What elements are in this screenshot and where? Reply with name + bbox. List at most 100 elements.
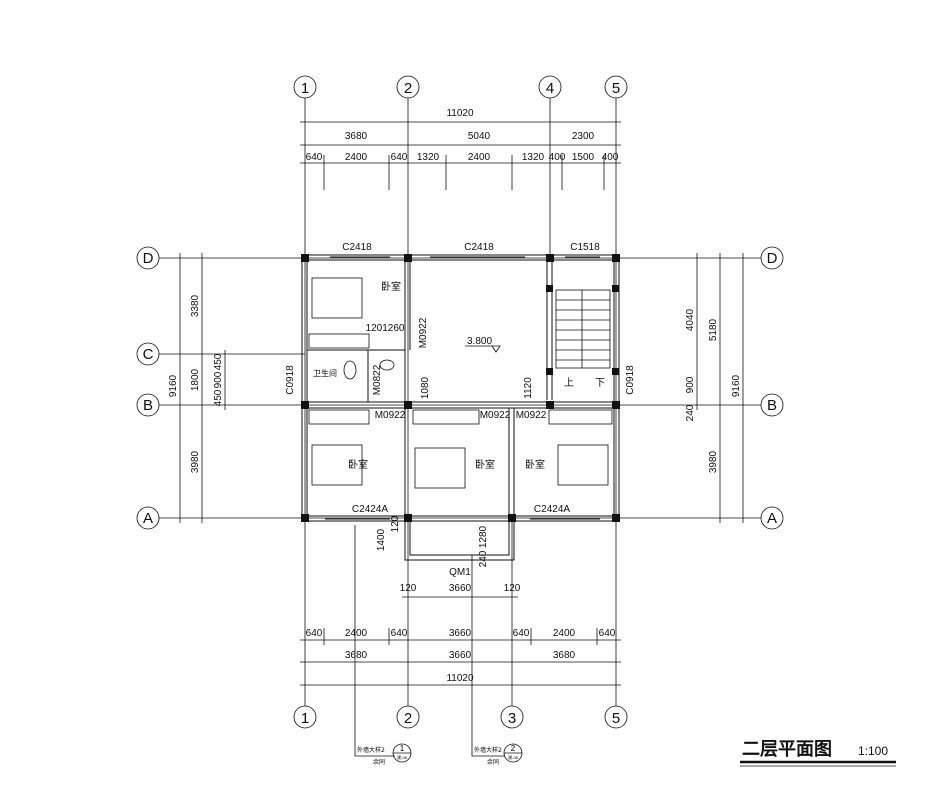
dim-right-mid: 5180: [708, 318, 719, 341]
staircase: [555, 289, 611, 369]
dim-left-detail: 900: [213, 371, 224, 388]
window-label: C2424A: [352, 504, 388, 515]
dim-bottom-detail: 640: [306, 628, 323, 639]
dim-top-detail: 640: [391, 152, 408, 163]
dim-top-mid: 2300: [572, 131, 595, 142]
window-label: C1518: [570, 242, 600, 253]
wardrobes: [308, 333, 613, 425]
dim-bottom-detail: 640: [391, 628, 408, 639]
svg-text:D: D: [143, 250, 154, 267]
dim-left-detail: 450: [213, 389, 224, 406]
svg-text:外墙大样2: 外墙大样2: [474, 746, 502, 754]
dim-top-total: 11020: [446, 108, 474, 119]
svg-text:4: 4: [546, 80, 554, 97]
wall-label: QM1: [449, 567, 471, 578]
elevation-label: 3.800: [467, 336, 492, 347]
dim-top-detail: 640: [306, 152, 323, 163]
svg-text:余同: 余同: [487, 758, 499, 766]
dim-left-mid: 1800: [190, 368, 201, 391]
door-label: M0922: [418, 317, 429, 348]
dim-label: 1280: [478, 525, 489, 548]
dim-label: 120: [390, 515, 401, 532]
dim-bottom-porch: 120: [504, 583, 521, 594]
dim-top-detail: 1500: [572, 152, 595, 163]
dim-label: 240: [478, 550, 489, 567]
dim-top-detail: 400: [549, 152, 566, 163]
svg-text:2: 2: [404, 80, 412, 97]
axis-bubble-top-2: 2: [396, 75, 420, 99]
dim-top-detail: 1320: [522, 152, 545, 163]
axis-bubble-right-A: A: [760, 506, 784, 530]
dim-bottom-detail: 2400: [553, 628, 576, 639]
dim-bottom-mid: 3680: [553, 650, 576, 661]
walls: [301, 254, 620, 561]
svg-text:A: A: [143, 510, 153, 527]
dim-label: 1080: [420, 376, 431, 399]
dim-right-mid: 3980: [708, 450, 719, 473]
window-label: C2418: [464, 242, 494, 253]
detail-callout-2: 外墙大样2 2 建-08 余同: [471, 555, 523, 766]
toilet-fixtures: [343, 359, 395, 380]
dim-top-mid: 5040: [468, 131, 491, 142]
scale-text: 1:100: [858, 744, 888, 758]
dim-bottom-mid: 3660: [449, 650, 472, 661]
svg-text:建-08: 建-08: [508, 754, 519, 760]
door-label: M0922: [516, 410, 547, 421]
axis-bubble-left-A: A: [136, 506, 160, 530]
detail-callout-1: 外墙大样2 1 建-08 余同: [354, 525, 412, 766]
room-label-bedroom: 卧室: [475, 458, 495, 471]
svg-text:1: 1: [400, 744, 405, 753]
window-label: C0918: [285, 365, 296, 395]
plan-labels: C2418 C2418 C1518 C0918 C0918 C2424A C24…: [285, 242, 636, 578]
svg-text:C: C: [143, 346, 154, 363]
axis-bubble-left-B: B: [136, 393, 160, 417]
dim-bottom-porch: 3660: [449, 583, 472, 594]
svg-text:D: D: [767, 250, 778, 267]
dim-left-mid: 3980: [190, 450, 201, 473]
dimensions-right: 4040 900 240 5180 3980 9160: [685, 253, 744, 523]
door-label: M0922: [375, 410, 406, 421]
svg-text:2: 2: [511, 744, 516, 753]
axis-bubble-top-4: 4: [538, 75, 562, 99]
dim-right-total: 9160: [731, 374, 742, 397]
svg-text:1: 1: [301, 80, 309, 97]
room-label-bedroom: 卧室: [381, 280, 401, 293]
axis-bubble-bottom-3: 3: [500, 705, 524, 729]
svg-text:余同: 余同: [373, 758, 385, 766]
dim-top-detail: 1320: [417, 152, 440, 163]
axis-bubble-left-D: D: [136, 246, 160, 270]
svg-text:1: 1: [301, 710, 309, 727]
dim-bottom-detail: 640: [513, 628, 530, 639]
axis-lines: [159, 98, 761, 706]
door-label: M0922: [480, 410, 511, 421]
room-label-bathroom: 卫生间: [313, 368, 337, 378]
window-label: C0918: [625, 365, 636, 395]
dim-top-detail: 2400: [468, 152, 491, 163]
dimensions-left: 9160 3380 1800 3980 450 900 450: [168, 253, 226, 523]
axis-bubble-right-D: D: [760, 246, 784, 270]
title-text: 二层平面图: [742, 739, 832, 760]
dim-right-detail: 240: [685, 404, 696, 421]
dimensions-top: 11020 3680 5040 2300 640 2400 640 1320 2…: [300, 108, 621, 190]
dim-label: 1400: [376, 528, 387, 551]
axis-bubble-bottom-5: 5: [604, 705, 628, 729]
dim-bottom-detail: 640: [599, 628, 616, 639]
svg-text:B: B: [767, 397, 777, 414]
dim-top-detail: 400: [602, 152, 619, 163]
dim-left-total: 9160: [168, 374, 179, 397]
svg-text:5: 5: [612, 710, 620, 727]
stair-up-label: 上: [564, 377, 574, 389]
dim-top-detail: 2400: [345, 152, 368, 163]
svg-text:建-08: 建-08: [397, 754, 408, 760]
dimensions-bottom: 120 3660 120 640 2400 640 3660 640 2400 …: [300, 583, 621, 686]
door-label: M0822: [372, 364, 383, 395]
svg-text:A: A: [767, 510, 777, 527]
dim-bottom-detail: 2400: [345, 628, 368, 639]
room-label-bedroom: 卧室: [348, 458, 368, 471]
beds: [311, 277, 609, 489]
stair-down-label: 下: [595, 378, 605, 389]
axis-bubble-bottom-2: 2: [396, 705, 420, 729]
dim-label: 1201260: [366, 323, 405, 334]
svg-text:外墙大样2: 外墙大样2: [357, 746, 385, 754]
